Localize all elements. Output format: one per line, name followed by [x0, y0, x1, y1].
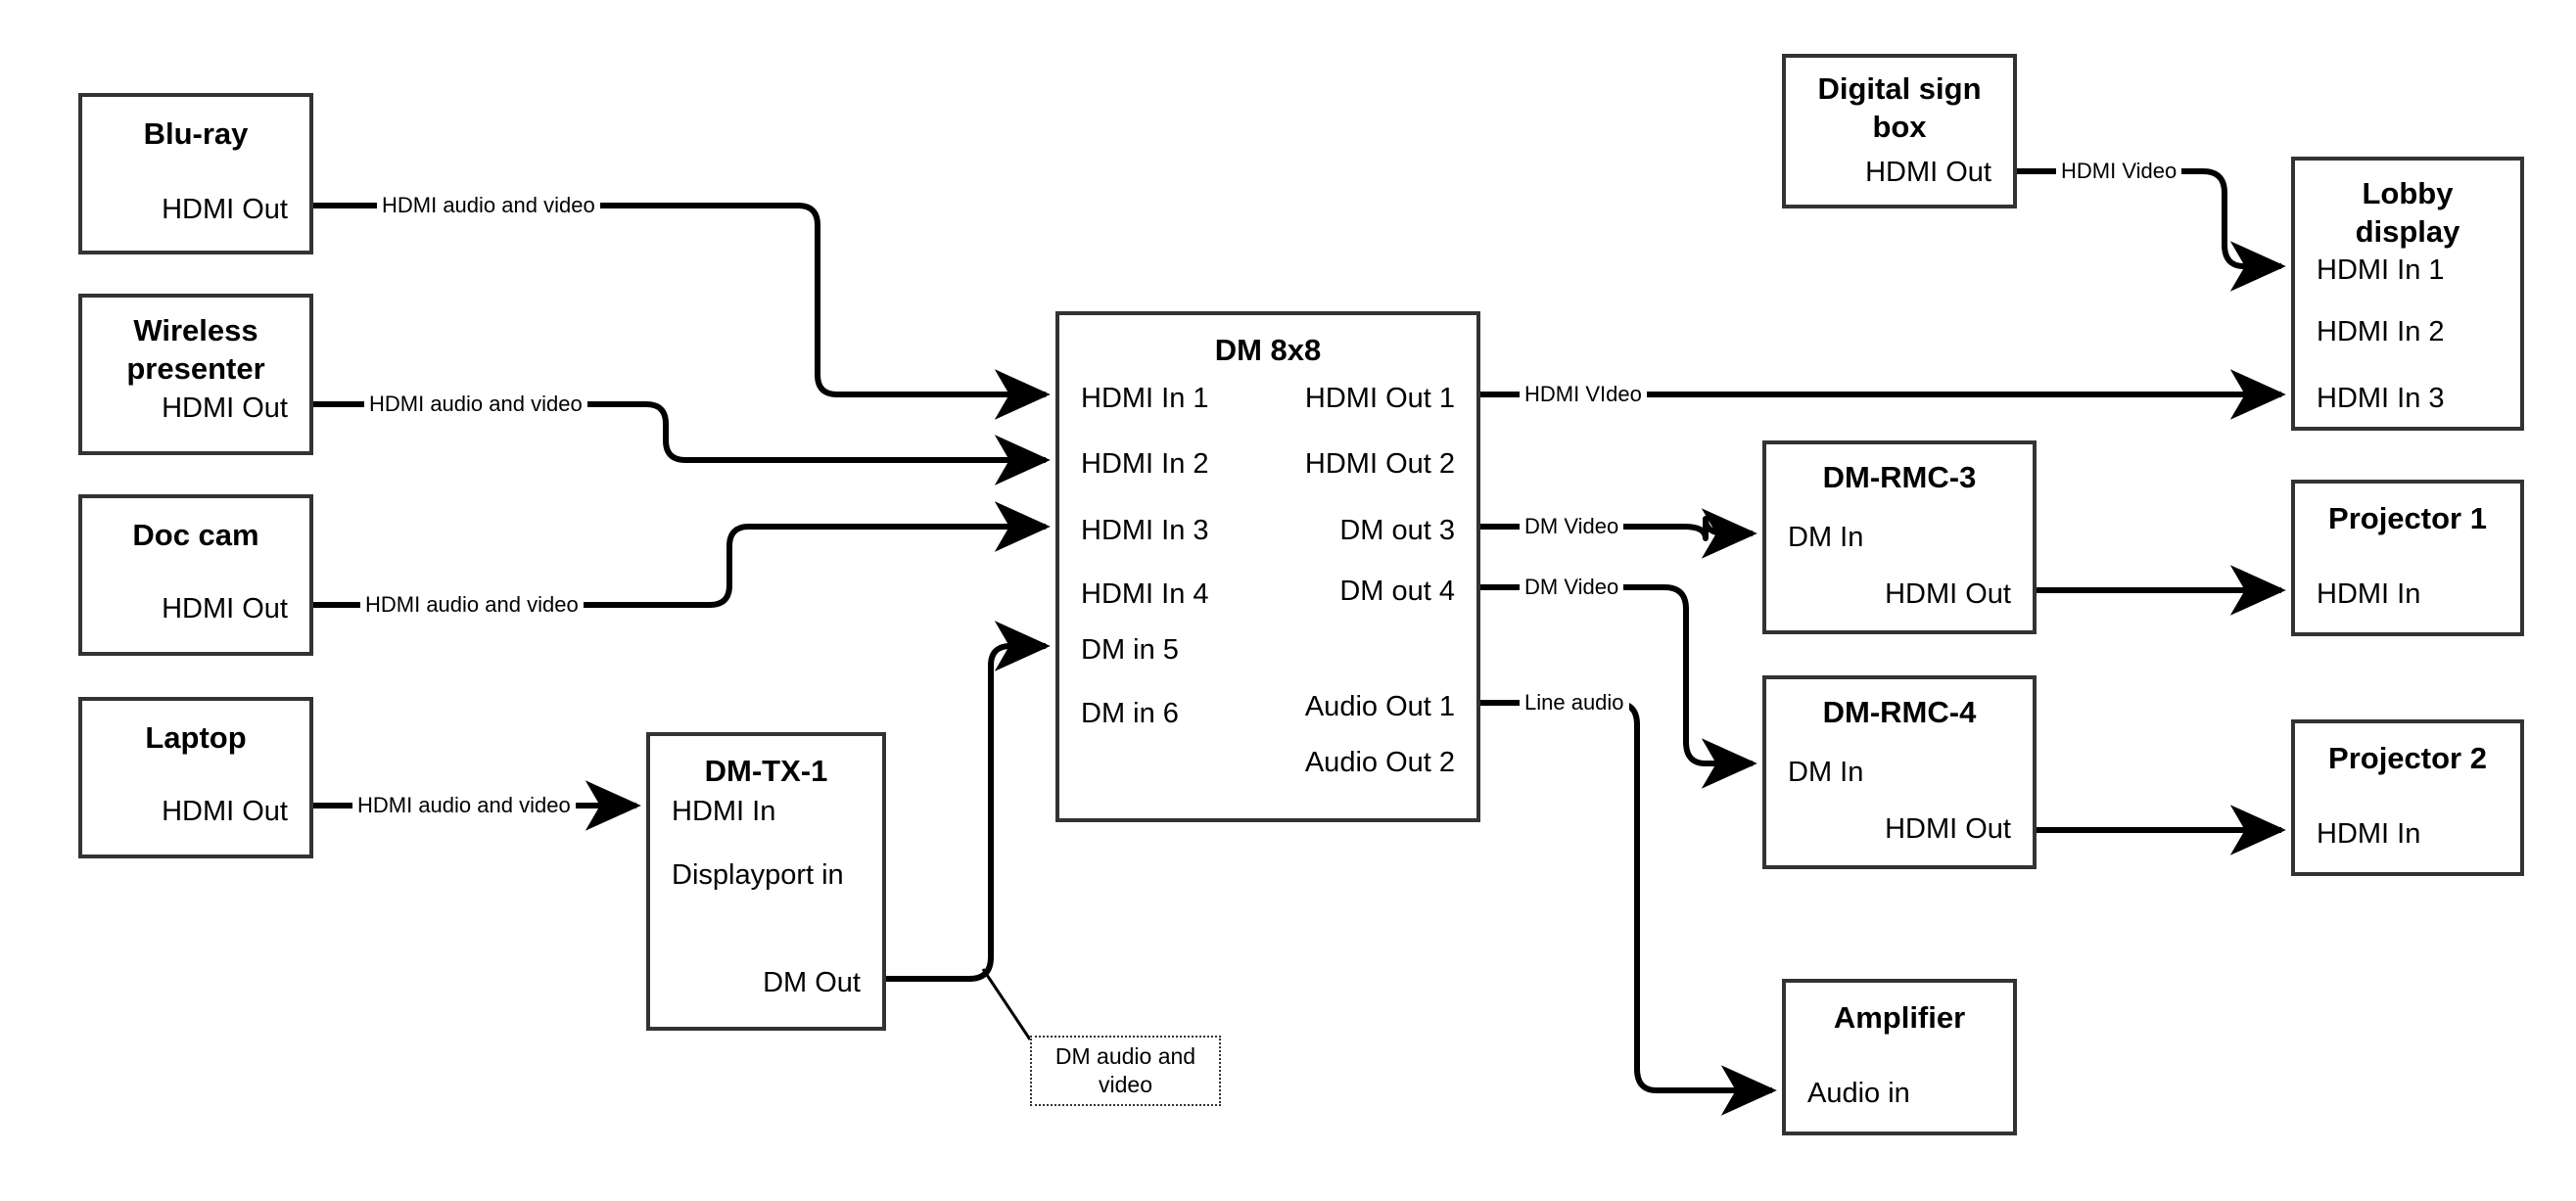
- wire-label-hdmi-out-1: HDMI VIdeo: [1520, 382, 1647, 407]
- port-hdmi-out[interactable]: HDMI Out: [162, 796, 288, 827]
- node-title: Wireless presenter: [126, 313, 265, 386]
- port-hdmi-in-2[interactable]: HDMI In 2: [2317, 316, 2445, 347]
- wire-dm8x8-to-rmc4: [1480, 584, 1757, 789]
- port-hdmi-out[interactable]: HDMI Out: [162, 393, 288, 424]
- node-wireless-presenter[interactable]: Wireless presenter HDMI Out: [78, 294, 313, 455]
- wire-label-digitalsign: HDMI Video: [2056, 159, 2182, 184]
- port-dm-out-3[interactable]: DM out 3: [1339, 515, 1455, 546]
- port-audio-out-2[interactable]: Audio Out 2: [1304, 747, 1455, 778]
- node-dm-rmc-3[interactable]: DM-RMC-3 DM In HDMI Out: [1762, 440, 2037, 634]
- node-digital-sign-box[interactable]: Digital sign box HDMI Out: [1782, 54, 2017, 208]
- node-title: Projector 2: [2328, 741, 2487, 775]
- callout-leader-line: [981, 968, 1032, 1040]
- node-dm-8x8[interactable]: DM 8x8 HDMI In 1 HDMI In 2 HDMI In 3 HDM…: [1055, 311, 1480, 822]
- node-projector-2[interactable]: Projector 2 HDMI In: [2291, 719, 2524, 876]
- port-dm-in-6[interactable]: DM in 6: [1081, 698, 1179, 729]
- port-displayport-in[interactable]: Displayport in: [672, 859, 844, 891]
- port-hdmi-in[interactable]: HDMI In: [2317, 818, 2421, 850]
- node-laptop[interactable]: Laptop HDMI Out: [78, 697, 313, 858]
- port-hdmi-out[interactable]: HDMI Out: [1885, 578, 2011, 610]
- port-audio-in[interactable]: Audio in: [1807, 1078, 1910, 1109]
- wire-dm8x8-to-rmc3: [1480, 508, 1757, 559]
- node-title: Blu-ray: [143, 116, 249, 151]
- node-projector-1[interactable]: Projector 1 HDMI In: [2291, 480, 2524, 636]
- port-dm-out[interactable]: DM Out: [763, 967, 861, 998]
- node-title: DM 8x8: [1214, 333, 1322, 367]
- port-audio-out-1[interactable]: Audio Out 1: [1304, 691, 1455, 722]
- callout-dm-audio-and-video: DM audio and video: [1030, 1036, 1221, 1106]
- port-hdmi-in-3[interactable]: HDMI In 3: [2317, 383, 2445, 414]
- node-title: DM-RMC-4: [1822, 695, 1977, 729]
- port-hdmi-out-2[interactable]: HDMI Out 2: [1304, 448, 1455, 480]
- port-hdmi-in-4[interactable]: HDMI In 4: [1081, 578, 1209, 610]
- wire-bluray-to-dm8x8: [313, 203, 1051, 420]
- node-doc-cam[interactable]: Doc cam HDMI Out: [78, 494, 313, 656]
- port-hdmi-in-1[interactable]: HDMI In 1: [2317, 254, 2445, 286]
- node-title: Amplifier: [1833, 1000, 1966, 1035]
- port-hdmi-in[interactable]: HDMI In: [672, 796, 776, 827]
- node-dm-tx-1[interactable]: DM-TX-1 HDMI In Displayport in DM Out: [646, 732, 886, 1031]
- node-title: Projector 1: [2328, 501, 2487, 535]
- node-title: DM-TX-1: [704, 754, 828, 788]
- wire-label-bluray: HDMI audio and video: [377, 193, 600, 218]
- node-bluray[interactable]: Blu-ray HDMI Out: [78, 93, 313, 254]
- port-dm-in-5[interactable]: DM in 5: [1081, 634, 1179, 666]
- port-hdmi-out[interactable]: HDMI Out: [162, 593, 288, 624]
- wire-label-doccam: HDMI audio and video: [360, 592, 584, 618]
- node-amplifier[interactable]: Amplifier Audio in: [1782, 979, 2017, 1135]
- node-title: Laptop: [145, 720, 247, 755]
- port-hdmi-in-2[interactable]: HDMI In 2: [1081, 448, 1209, 480]
- node-title: Lobby display: [2355, 176, 2460, 249]
- wire-label-audio-out-1: Line audio: [1520, 690, 1629, 716]
- port-hdmi-out-1[interactable]: HDMI Out 1: [1304, 383, 1455, 414]
- port-dm-out-4[interactable]: DM out 4: [1339, 576, 1455, 607]
- wire-label-dm-out-3: DM Video: [1520, 514, 1624, 539]
- node-title: Doc cam: [132, 518, 259, 552]
- wire-wireless-to-dm8x8: [313, 401, 1051, 485]
- port-dm-in[interactable]: DM In: [1788, 757, 1864, 788]
- node-dm-rmc-4[interactable]: DM-RMC-4 DM In HDMI Out: [1762, 675, 2037, 869]
- port-dm-in[interactable]: DM In: [1788, 522, 1864, 553]
- port-hdmi-in-1[interactable]: HDMI In 1: [1081, 383, 1209, 414]
- port-hdmi-in[interactable]: HDMI In: [2317, 578, 2421, 610]
- wire-label-wireless: HDMI audio and video: [364, 392, 587, 417]
- wire-label-dm-out-4: DM Video: [1520, 575, 1624, 600]
- wire-doccam-to-dm8x8: [313, 501, 1051, 608]
- port-hdmi-in-3[interactable]: HDMI In 3: [1081, 515, 1209, 546]
- wire-dmtx1-to-dm8x8: [886, 621, 1051, 982]
- port-hdmi-out[interactable]: HDMI Out: [1865, 157, 1991, 188]
- port-hdmi-out[interactable]: HDMI Out: [1885, 813, 2011, 845]
- node-title: DM-RMC-3: [1822, 460, 1977, 494]
- node-title: Digital sign box: [1817, 71, 1982, 144]
- wire-digitalsign-to-lobby: [2017, 168, 2286, 292]
- port-hdmi-out[interactable]: HDMI Out: [162, 194, 288, 225]
- node-lobby-display[interactable]: Lobby display HDMI In 1 HDMI In 2 HDMI I…: [2291, 157, 2524, 431]
- wire-label-laptop: HDMI audio and video: [352, 793, 576, 818]
